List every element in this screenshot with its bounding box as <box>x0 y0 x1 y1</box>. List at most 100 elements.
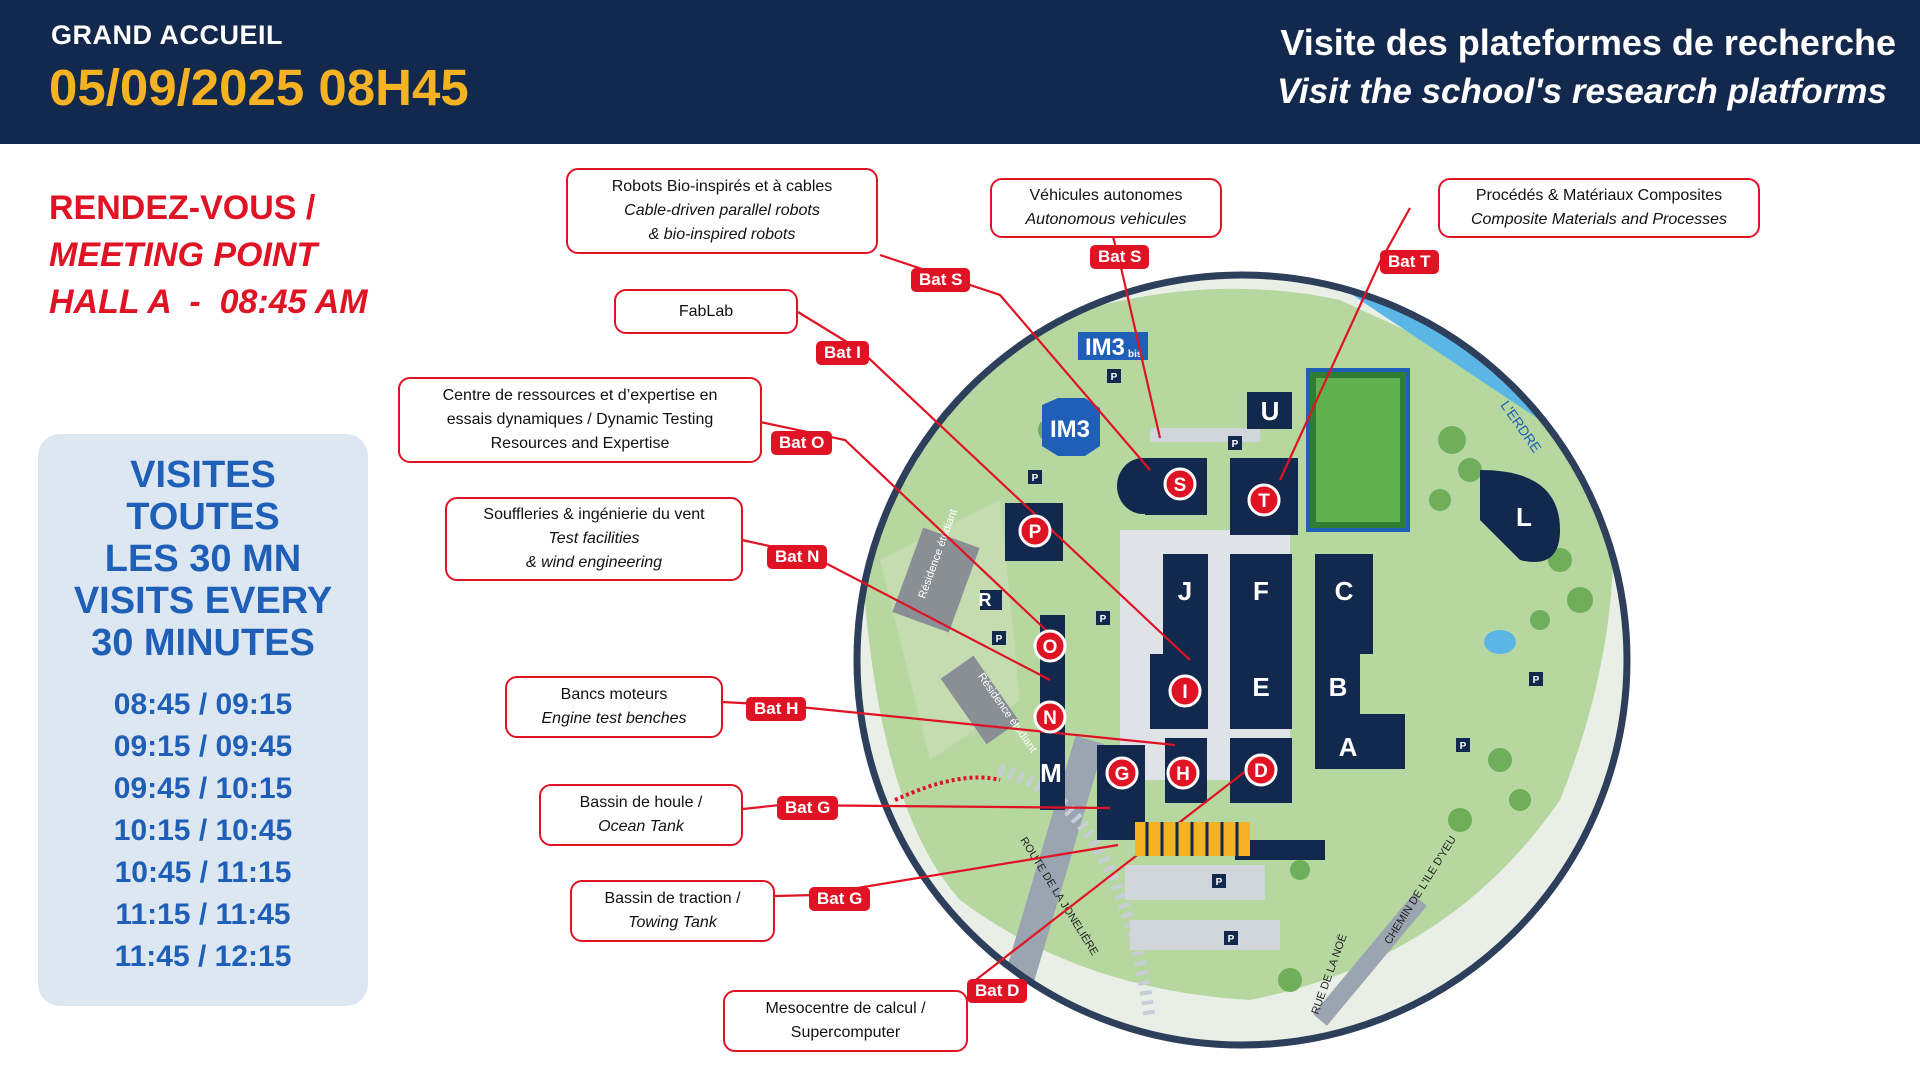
parking-icon: P <box>1100 614 1107 625</box>
boundary-dashed <box>894 775 1001 802</box>
building-A <box>1315 714 1405 769</box>
building-letter: M <box>1040 758 1062 788</box>
marker-circle <box>1018 514 1052 548</box>
meeting-point: RENDEZ-VOUS / MEETING POINT HALL A - 08:… <box>49 185 368 326</box>
building-letter: L <box>1516 502 1532 532</box>
visit-slot: 10:15 / 10:45 <box>113 814 293 847</box>
label-vehicles: Véhicules autonomes Autonomous vehicules <box>990 178 1222 238</box>
bat-tag-towing: Bat G <box>809 887 871 911</box>
building-letter: J <box>1178 576 1192 606</box>
header-title-fr: Visite des plateformes de recherche <box>1280 22 1896 63</box>
bat-tag-composites: Bat T <box>1380 250 1439 274</box>
label-fablab: FabLab <box>614 289 798 334</box>
marker-circle <box>1033 700 1067 734</box>
building-letter: F <box>1253 576 1269 606</box>
visits-title-line: TOUTES <box>126 496 280 538</box>
header-kicker: GRAND ACCUEIL <box>51 20 283 50</box>
im3-label: IM3 <box>1050 416 1090 443</box>
hatch-lines <box>1145 822 1239 856</box>
meeting-line1: RENDEZ-VOUS / <box>49 189 316 227</box>
parking-icon: P <box>1533 675 1540 686</box>
label-text: Resources and Expertise <box>490 435 670 452</box>
bat-tag-fablab: Bat I <box>816 341 869 365</box>
building-J <box>1163 554 1208 654</box>
bat-tag-resources: Bat O <box>771 431 833 455</box>
label-text: Robots Bio-inspirés et à cables <box>611 178 833 195</box>
parking-lot <box>1125 865 1265 900</box>
label-text: Procédés & Matériaux Composites <box>1475 187 1723 204</box>
building-C <box>1315 554 1373 654</box>
header-title-en: Visit the school's research platforms <box>1276 72 1887 111</box>
label-text: Ocean Tank <box>598 818 684 835</box>
label-text: & wind engineering <box>525 554 663 571</box>
label-resources: Centre de ressources et d’expertise en e… <box>398 377 762 463</box>
bat-tag-ocean: Bat G <box>777 796 839 820</box>
residence-building <box>892 527 980 633</box>
label-text: Test facilities <box>548 530 640 547</box>
marker-letter: G <box>1115 764 1130 785</box>
visit-slot: 11:15 / 11:45 <box>115 898 291 931</box>
visit-slot: 09:45 / 10:15 <box>113 772 293 805</box>
label-text: FabLab <box>678 302 734 320</box>
label-text: Bassin de houle / <box>579 794 703 811</box>
building-B <box>1315 654 1360 714</box>
marker-circle <box>1033 629 1067 663</box>
label-text: Composite Materials and Processes <box>1470 211 1728 228</box>
im3bis-label: IM3 <box>1085 334 1125 361</box>
visits-title-line: LES 30 MN <box>104 538 302 580</box>
building-letter: U <box>1261 396 1280 426</box>
label-text: Centre de ressources et d’expertise en <box>442 387 718 404</box>
im3bis-sub: bis <box>1128 349 1143 360</box>
label-text: Supercomputer <box>790 1024 901 1041</box>
label-text: Bancs moteurs <box>560 686 668 703</box>
label-text: Bassin de traction / <box>604 890 741 907</box>
residence-building <box>940 655 1020 745</box>
marker-circle <box>1168 674 1202 708</box>
marker-letter: T <box>1258 491 1270 512</box>
parking-icons <box>992 369 1543 945</box>
marker-letter: H <box>1176 764 1190 785</box>
road-edge <box>998 764 1156 1021</box>
marker-letter: I <box>1182 682 1187 703</box>
label-wind: Souffleries & ingénierie du vent Test fa… <box>445 497 743 581</box>
parking-icon: P <box>1216 877 1223 888</box>
visit-slot: 09:15 / 09:45 <box>113 730 293 763</box>
marker-letter: N <box>1043 708 1057 729</box>
label-text: Autonomous vehicules <box>1025 211 1187 228</box>
building-IM3 <box>1042 398 1100 456</box>
building-U <box>1247 392 1292 429</box>
marker-circle <box>1244 753 1278 787</box>
building-R <box>980 590 1002 610</box>
label-towing: Bassin de traction / Towing Tank <box>570 880 775 942</box>
bat-tag-supercomputer: Bat D <box>967 979 1028 1003</box>
parking-lot <box>1130 920 1280 950</box>
label-engines: Bancs moteurs Engine test benches <box>505 676 723 738</box>
label-supercomputer: Mesocentre de calcul / Supercomputer <box>723 990 968 1052</box>
parking-icon: P <box>1228 934 1235 945</box>
label-text: Towing Tank <box>628 914 717 931</box>
road <box>1313 894 1427 1026</box>
parking-icon: P <box>996 634 1003 645</box>
visits-title: VISITES TOUTES LES 30 MN VISITS EVERY 30… <box>38 454 368 664</box>
building-letter: C <box>1335 576 1354 606</box>
parking-icon: P <box>1111 372 1118 383</box>
visits-title-line: VISITS EVERY <box>73 580 333 622</box>
building-letter: A <box>1339 732 1358 762</box>
building-letter: R <box>979 590 992 610</box>
visits-title-line: 30 MINUTES <box>91 622 315 664</box>
label-text: Cable-driven parallel robots <box>624 202 820 219</box>
tree-cluster <box>1038 418 1593 992</box>
parking-icon: P <box>1460 741 1467 752</box>
bat-tag-robots: Bat S <box>911 268 971 292</box>
label-ocean: Bassin de houle / Ocean Tank <box>539 784 743 846</box>
meeting-line3: HALL A - 08:45 AM <box>49 283 368 321</box>
label-text: essais dynamiques / Dynamic Testing <box>446 411 714 428</box>
buildings <box>980 392 1560 860</box>
label-text: Souffleries & ingénierie du vent <box>483 506 705 523</box>
meeting-line2: MEETING POINT <box>49 236 318 274</box>
marker-letter: O <box>1043 637 1058 658</box>
building-E <box>1230 654 1292 729</box>
parking-icon: P <box>1232 439 1239 450</box>
marker-circle <box>1166 756 1200 790</box>
